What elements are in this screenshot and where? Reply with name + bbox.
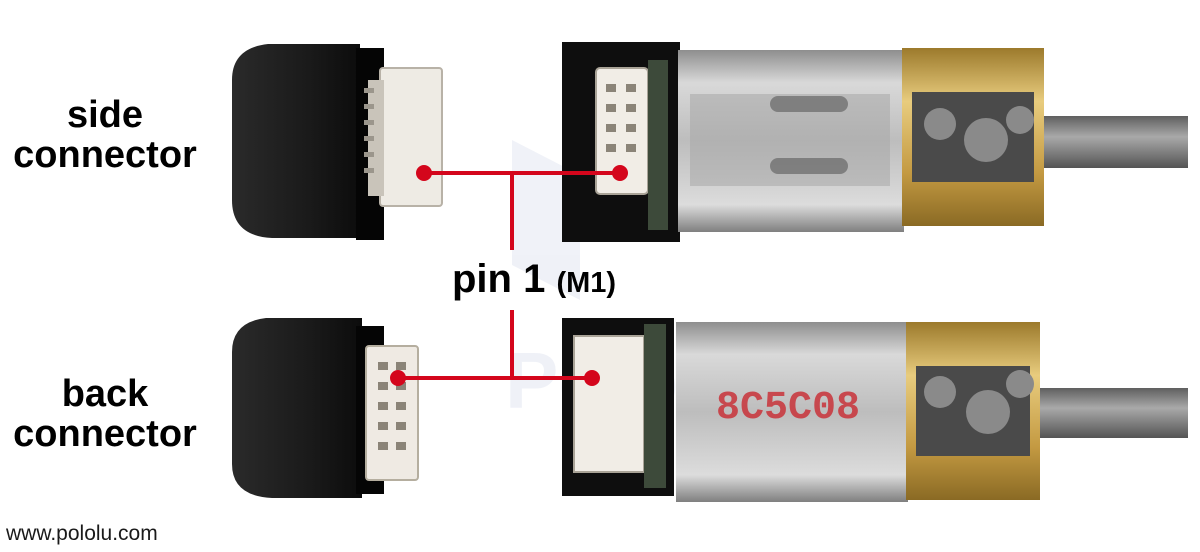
back-label-line1: back	[61, 373, 149, 415]
pin-1-dot-side-cable	[416, 165, 432, 181]
side-connector-cable-end	[232, 44, 443, 240]
top-motor	[562, 42, 1188, 242]
side-label-line1: side	[66, 94, 144, 136]
pin-1-dot-back-cable	[390, 370, 406, 386]
back-connector-cable-end	[232, 318, 419, 498]
pin-label-main: pin 1	[452, 257, 546, 301]
motor-stamp-text: 8C5C08	[716, 386, 860, 431]
pin-1-dot-back-motor	[584, 370, 600, 386]
side-label-line2: connector	[13, 133, 197, 176]
pin-label-sub: (M1)	[556, 267, 617, 299]
pin-1-indicator	[398, 171, 620, 380]
pin-1-dot-side-motor	[612, 165, 628, 181]
back-connector-label: back connector	[0, 373, 210, 455]
footer-url: www.pololu.com	[6, 522, 158, 545]
bottom-motor: 8C5C08	[562, 318, 1188, 502]
side-connector-label: side connector	[0, 94, 210, 176]
pin-1-label: pin 1 (M1)	[452, 258, 616, 300]
back-label-line2: connector	[13, 412, 197, 455]
